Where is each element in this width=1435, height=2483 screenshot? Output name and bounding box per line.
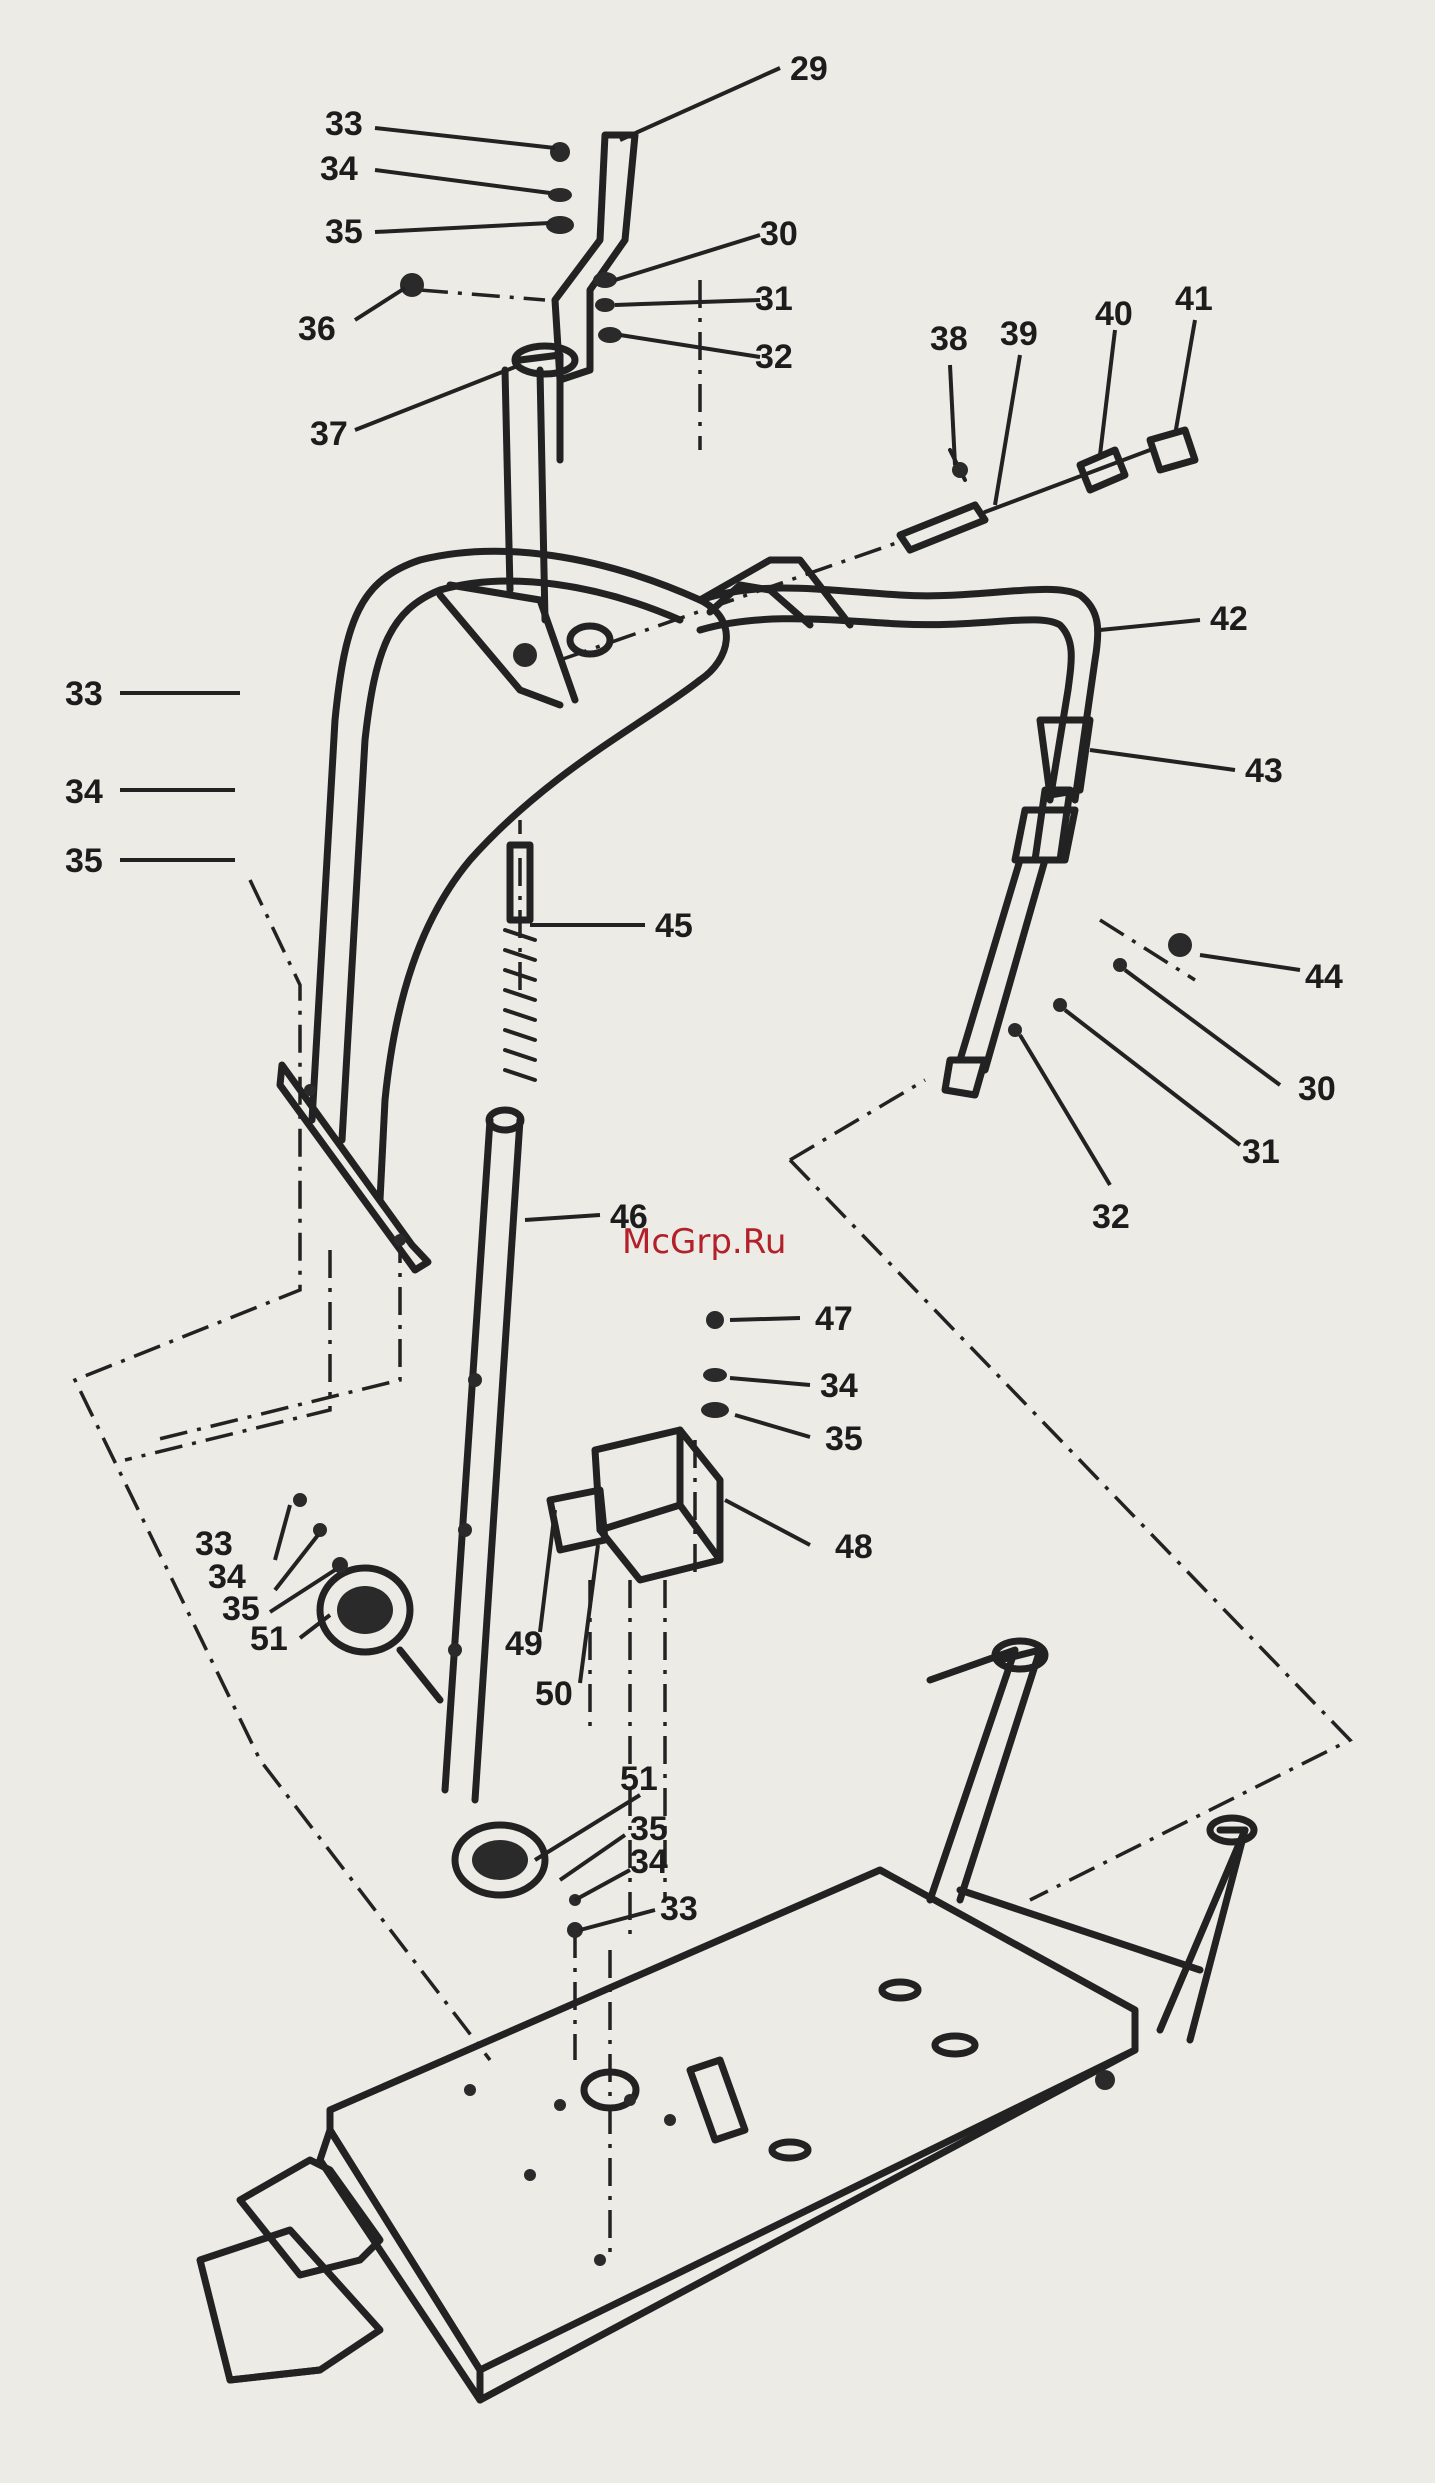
callout-45: 45	[655, 907, 693, 945]
callout-34: 34	[320, 150, 358, 188]
callout-33: 33	[325, 105, 363, 143]
bracket	[550, 1311, 729, 1580]
callout-35: 35	[325, 213, 363, 251]
callout-37: 37	[310, 415, 348, 453]
callout-32: 32	[755, 338, 793, 376]
callout-29: 29	[790, 50, 828, 88]
callout-47: 47	[815, 1300, 853, 1338]
right-strut	[945, 720, 1192, 1095]
callout-32: 32	[1092, 1198, 1130, 1236]
callout-43: 43	[1245, 752, 1283, 790]
callout-31: 31	[1242, 1133, 1280, 1171]
callout-38: 38	[930, 320, 968, 358]
cable-adjuster	[900, 430, 1195, 550]
callout-44: 44	[1305, 958, 1343, 996]
callout-33: 33	[660, 1890, 698, 1928]
callout-35: 35	[825, 1420, 863, 1458]
callout-36: 36	[298, 310, 336, 348]
callout-33: 33	[65, 675, 103, 713]
base-plate	[200, 1641, 1254, 2400]
callout-50: 50	[535, 1675, 573, 1713]
callout-39: 39	[1000, 315, 1038, 353]
callout-41: 41	[1175, 280, 1213, 318]
callout-30: 30	[1298, 1070, 1336, 1108]
callout-49: 49	[505, 1625, 543, 1663]
watermark: McGrp.Ru	[622, 1222, 786, 1262]
callout-34: 34	[820, 1367, 858, 1405]
callout-51: 51	[250, 1620, 288, 1658]
upper-lever	[400, 135, 635, 667]
callout-51: 51	[620, 1760, 658, 1798]
assembly-lines	[75, 280, 1350, 2260]
knobs	[293, 1493, 583, 1938]
callout-48: 48	[835, 1528, 873, 1566]
callout-31: 31	[755, 280, 793, 318]
callout-35: 35	[65, 842, 103, 880]
callout-34: 34	[65, 773, 103, 811]
callout-30: 30	[760, 215, 798, 253]
callout-42: 42	[1210, 600, 1248, 638]
leader-lines	[120, 68, 1300, 1930]
callout-34: 34	[630, 1843, 668, 1881]
callout-40: 40	[1095, 295, 1133, 333]
